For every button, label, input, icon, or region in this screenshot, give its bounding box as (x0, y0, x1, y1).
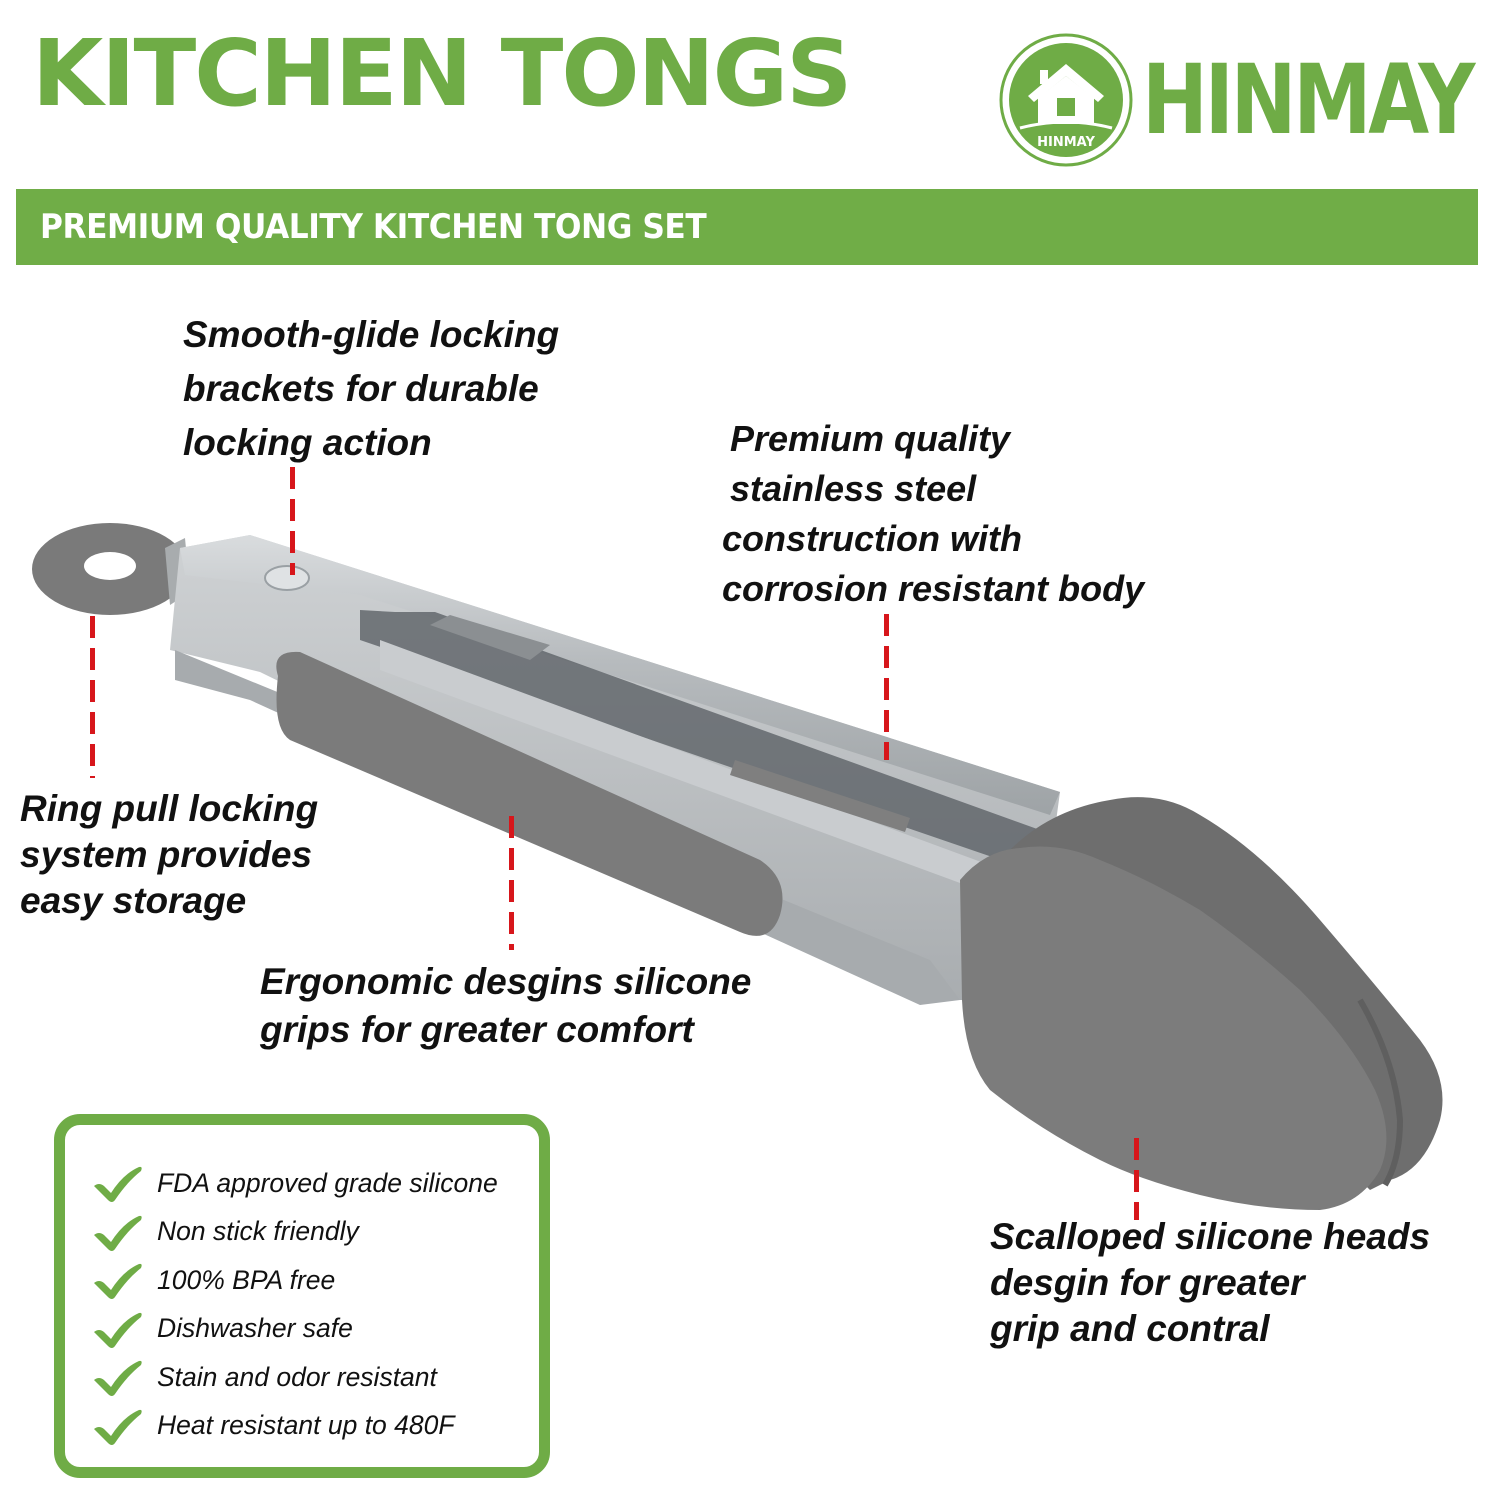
feature-item: FDA approved grade silicone (91, 1159, 539, 1208)
feature-text: Non stick friendly (157, 1216, 359, 1247)
checkmark-icon (94, 1167, 142, 1203)
feature-text: Dishwasher safe (157, 1313, 353, 1344)
silicone-grip (276, 651, 783, 936)
feature-item: Stain and odor resistant (91, 1353, 539, 1402)
leader-line-ring (90, 616, 95, 778)
feature-checklist: FDA approved grade silicone Non stick fr… (54, 1114, 550, 1478)
callout-silicone-grips: Ergonomic desgins silicone grips for gre… (260, 958, 751, 1054)
callout-line: Ergonomic desgins silicone (260, 961, 752, 1002)
callout-line: grip and contral (990, 1308, 1270, 1349)
subtitle-banner: PREMIUM QUALITY KITCHEN TONG SET (16, 189, 1478, 265)
banner-text: PREMIUM QUALITY KITCHEN TONG SET (40, 207, 707, 247)
callout-locking-brackets: Smooth-glide locking brackets for durabl… (183, 308, 559, 470)
callout-line: Scalloped silicone heads (990, 1216, 1431, 1257)
leader-line-brackets (290, 467, 295, 575)
callout-line: system provides (20, 834, 313, 875)
callout-stainless-steel: Premium quality stainless steel construc… (722, 414, 1144, 614)
brand-name: HINMAY (1142, 44, 1475, 156)
feature-text: Stain and odor resistant (157, 1361, 437, 1392)
leader-line-heads (1134, 1138, 1139, 1220)
rivet (264, 565, 310, 591)
callout-line: Smooth-glide locking (183, 314, 560, 355)
feature-text: 100% BPA free (157, 1264, 336, 1295)
feature-text: FDA approved grade silicone (157, 1167, 498, 1198)
checkmark-icon (94, 1409, 142, 1445)
checkmark-icon (94, 1264, 142, 1300)
callout-line: easy storage (20, 880, 247, 921)
checkmark-icon (94, 1215, 142, 1251)
feature-text: Heat resistant up to 480F (157, 1410, 455, 1441)
page-title: KITCHEN TONGS (32, 20, 852, 127)
leader-line-grips (509, 816, 514, 950)
callout-line: locking action (183, 422, 432, 463)
callout-line: grips for greater comfort (260, 1009, 694, 1050)
callout-line: Premium quality (730, 418, 1011, 459)
ring-pull (32, 523, 190, 615)
callout-scalloped-heads: Scalloped silicone heads desgin for grea… (990, 1214, 1430, 1352)
scalloped-silicone-heads (960, 797, 1443, 1210)
callout-line: stainless steel (730, 468, 977, 509)
logo-badge-text: HINMAY (1037, 135, 1095, 150)
callout-line: construction with (722, 518, 1022, 559)
brand-logo: HINMAY HINMAY (998, 32, 1500, 168)
callout-line: desgin for greater (990, 1262, 1305, 1303)
callout-line: corrosion resistant body (722, 568, 1145, 609)
callout-line: brackets for durable (183, 368, 539, 409)
feature-list: FDA approved grade silicone Non stick fr… (65, 1125, 539, 1450)
feature-item: Heat resistant up to 480F (91, 1402, 539, 1451)
checkmark-icon (94, 1312, 142, 1348)
callout-ring-pull: Ring pull locking system provides easy s… (20, 786, 318, 924)
checkmark-icon (94, 1361, 142, 1397)
feature-item: Dishwasher safe (91, 1305, 539, 1354)
house-logo-icon: HINMAY (999, 33, 1133, 167)
feature-item: 100% BPA free (91, 1256, 539, 1305)
feature-item: Non stick friendly (91, 1208, 539, 1257)
callout-line: Ring pull locking (20, 788, 319, 829)
leader-line-steel (884, 614, 889, 760)
